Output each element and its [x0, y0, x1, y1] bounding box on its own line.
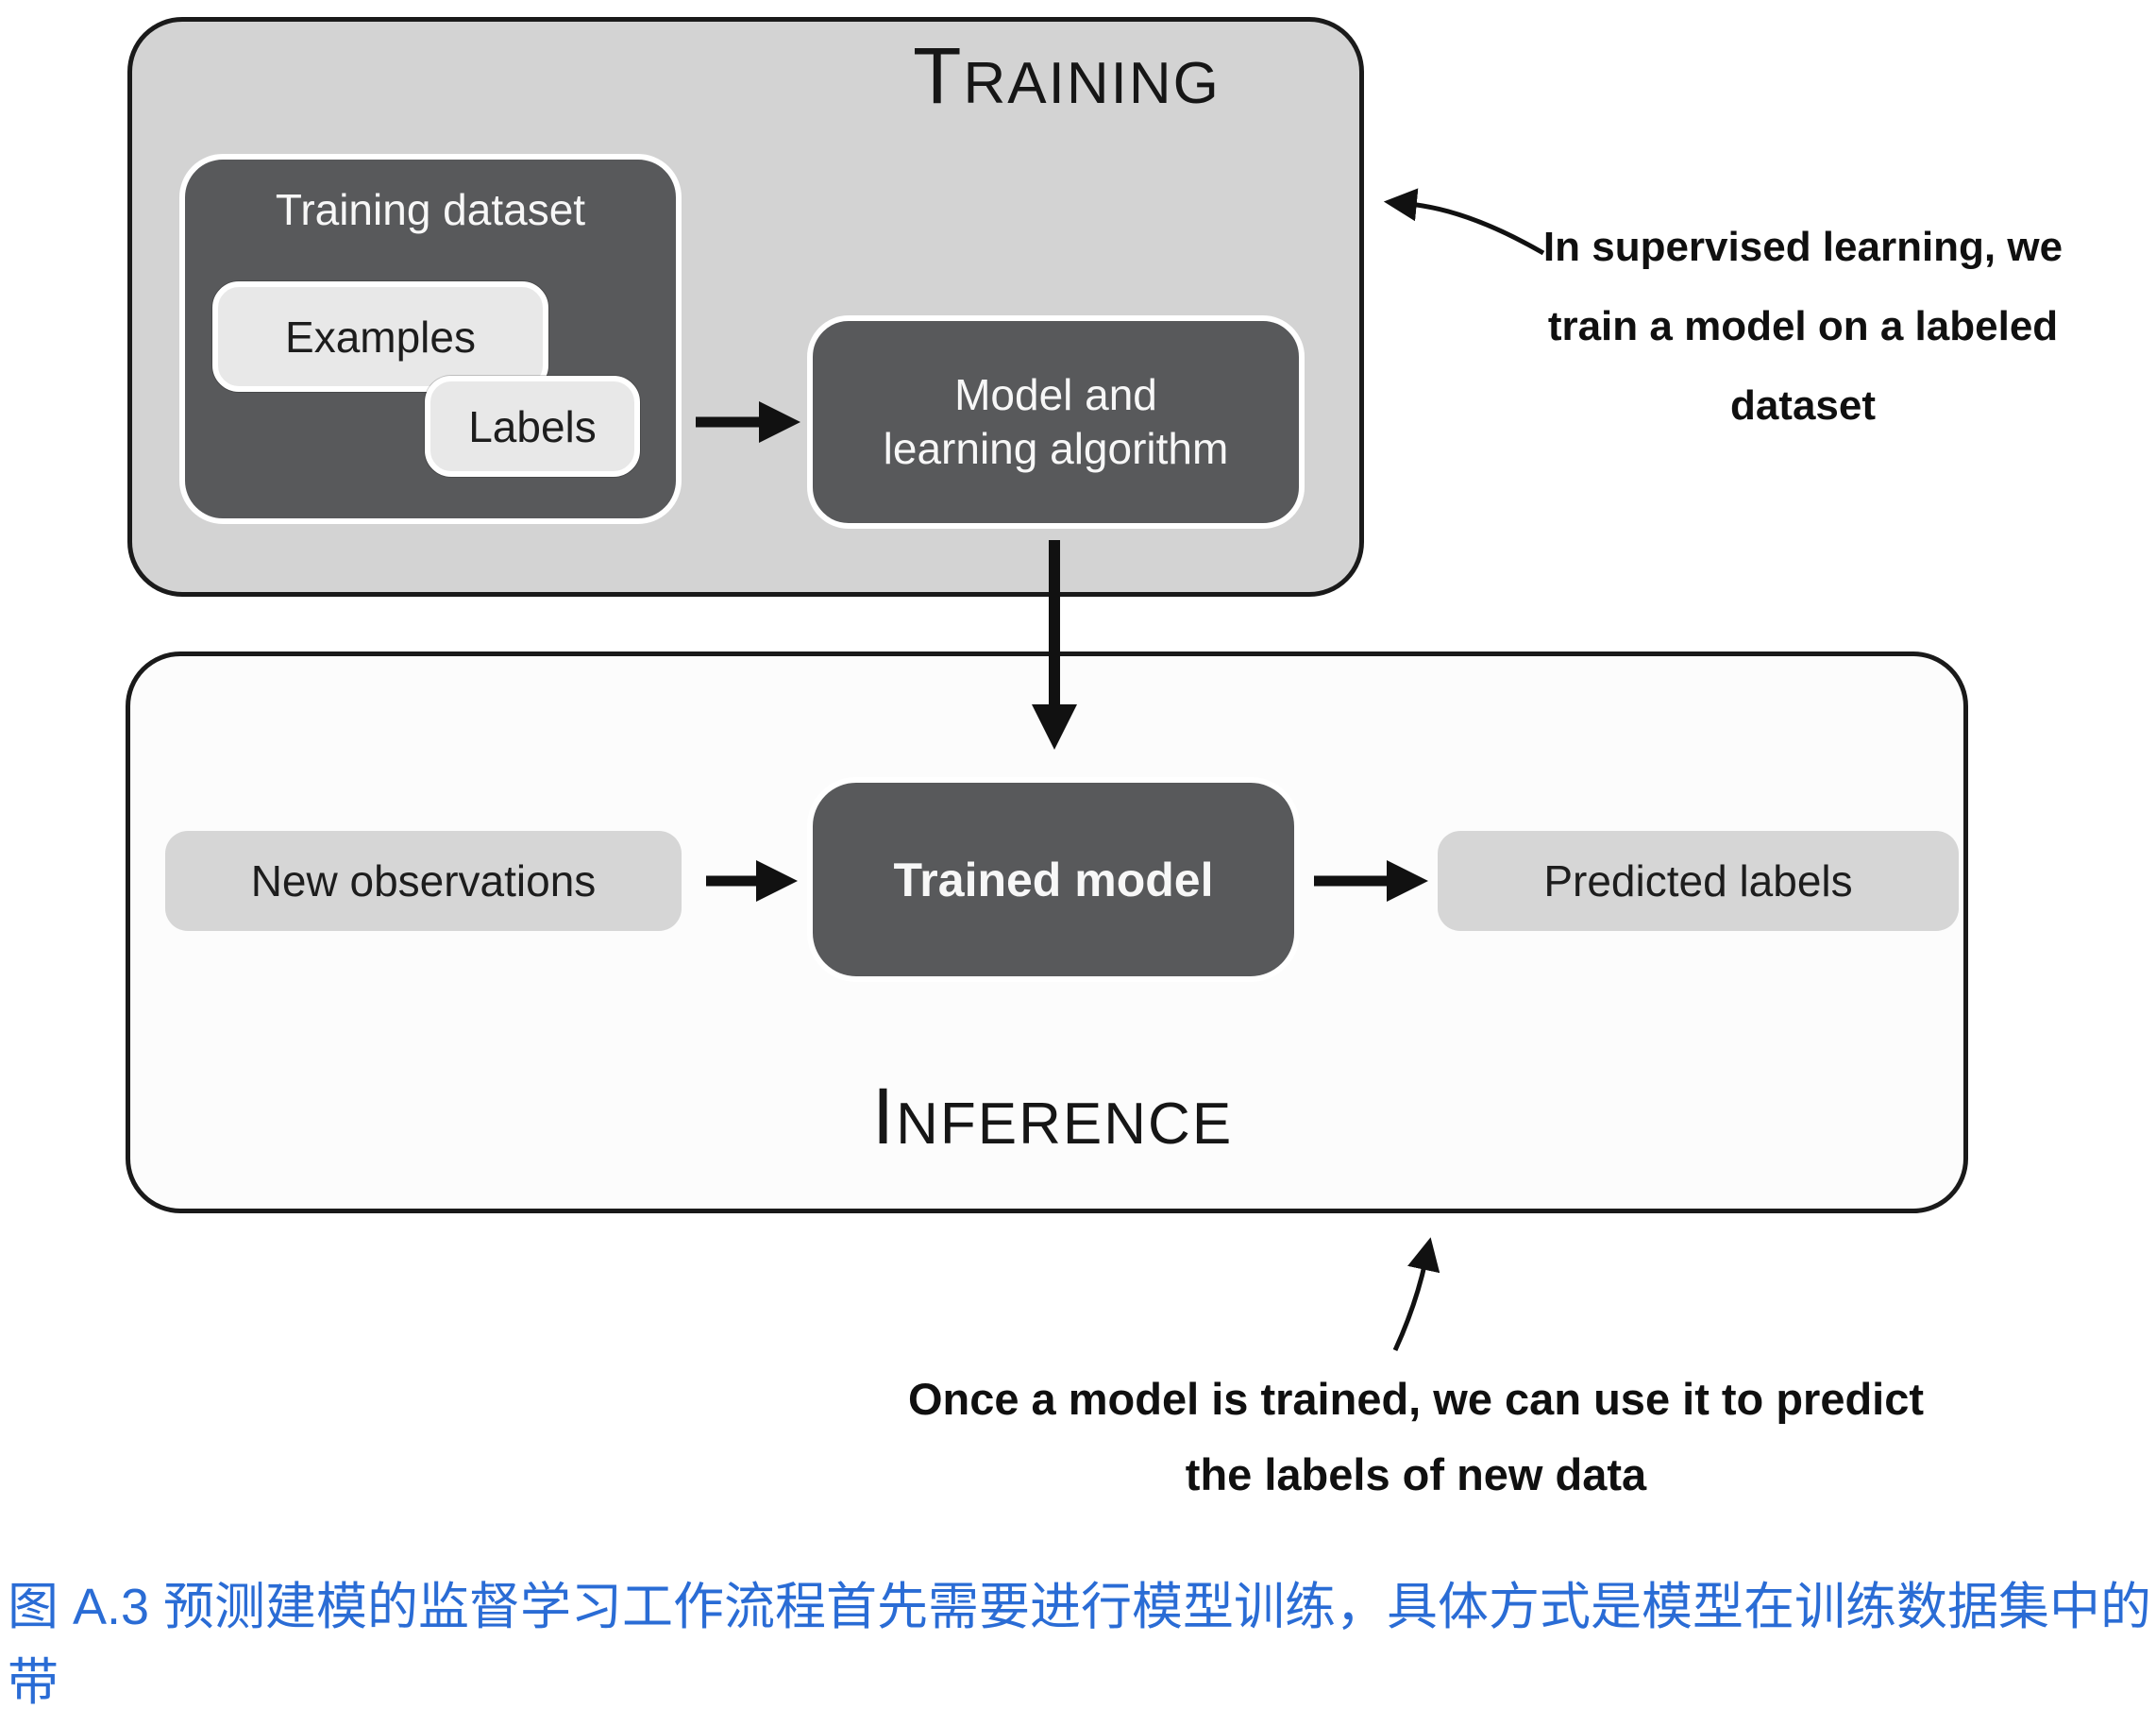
examples-label: Examples	[285, 312, 476, 362]
note-model-usage: Once a model is trained, we can use it t…	[774, 1362, 2058, 1513]
model-learning-algorithm-box: Model and learning algorithm	[807, 315, 1305, 529]
model-label-line1: Model and	[954, 369, 1157, 419]
new-observations-label: New observations	[250, 856, 597, 905]
note-supervised-line3: dataset	[1729, 382, 1877, 429]
labels-box: Labels	[425, 376, 640, 477]
trained-model-box: Trained model	[807, 777, 1300, 982]
arrow-note-to-inference-panel	[1392, 1237, 1440, 1352]
caption-line2: 标签的示例上进行训练。接着，训练好的模型可以用于预测新观测数据的标签。	[8, 1720, 2152, 1726]
figure-caption: 图 A.3 预测建模的监督学习工作流程首先需要进行模型训练，具体方式是模型在训练…	[8, 1569, 2152, 1726]
new-observations-box: New observations	[165, 831, 682, 931]
predicted-labels-box: Predicted labels	[1438, 831, 1959, 931]
training-title: TRAINING	[913, 31, 1221, 120]
labels-label: Labels	[468, 401, 597, 451]
inference-title: INFERENCE	[871, 1072, 1234, 1160]
model-label-line2: learning algorithm	[883, 424, 1229, 473]
note-supervised-learning: In supervised learning, we train a model…	[1491, 208, 2114, 446]
note-usage-line2: the labels of new data	[1185, 1449, 1647, 1499]
predicted-labels-label: Predicted labels	[1543, 856, 1853, 905]
examples-box: Examples	[212, 281, 548, 392]
training-dataset-label: Training dataset	[275, 185, 586, 234]
note-supervised-line1: In supervised learning, we	[1542, 224, 2063, 270]
note-supervised-line2: train a model on a labeled	[1547, 303, 2059, 349]
trained-model-label: Trained model	[893, 853, 1214, 906]
note-usage-line1: Once a model is trained, we can use it t…	[907, 1374, 1925, 1424]
caption-line1: 图 A.3 预测建模的监督学习工作流程首先需要进行模型训练，具体方式是模型在训练…	[8, 1579, 2152, 1711]
